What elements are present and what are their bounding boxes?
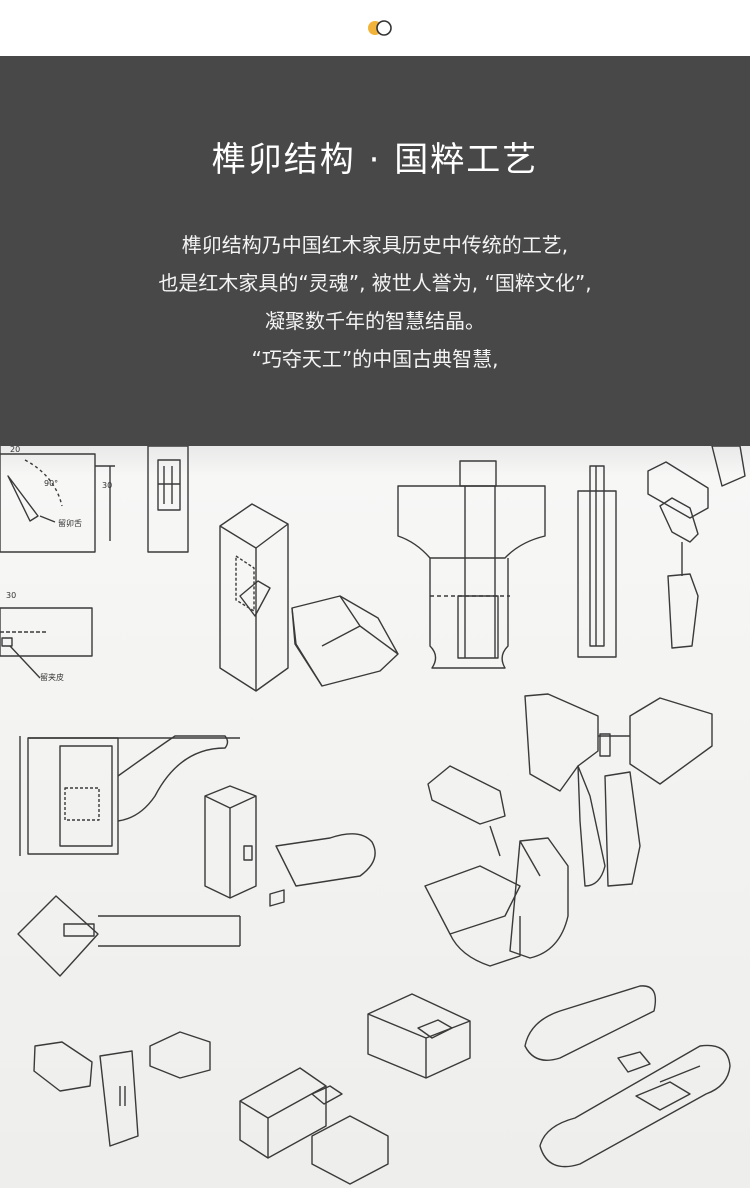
- label-clip: 留夹皮: [40, 672, 64, 682]
- bottom-blocks: [239, 993, 471, 1185]
- label-dim-30-a: 30: [102, 481, 112, 490]
- intro-line-3: 凝聚数千年的智慧结晶。: [265, 309, 485, 333]
- intro-line-1: 榫卯结构乃中国红木家具历史中传统的工艺,: [181, 233, 569, 257]
- side-elevation: 30 留夹皮: [0, 591, 93, 682]
- top-right-joint: [647, 446, 746, 649]
- joinery-drawing: 20 30 90° 留卯舌: [0, 446, 750, 1188]
- curved-arm-plan: [19, 735, 240, 856]
- intro-line-4: “巧夺天工”的中国古典智慧,: [251, 347, 499, 371]
- label-dim-20: 20: [10, 446, 20, 454]
- label-dim-30-b: 30: [6, 591, 16, 600]
- diamond-joint: [17, 895, 241, 977]
- label-tongue: 留卯舌: [58, 518, 82, 528]
- toggle-dots-icon[interactable]: [367, 19, 395, 37]
- label-dim-90: 90°: [44, 479, 58, 488]
- bottom-left-joint: [33, 1031, 211, 1147]
- intro-line-2: 也是红木家具的“灵魂”, 被世人誉为, “国粹文化”,: [158, 271, 592, 295]
- joinery-drawing-sketch: 20 30 90° 留卯舌: [0, 446, 746, 1185]
- leg-elevation: [397, 460, 617, 669]
- page-title: 榫卯结构 · 国粹工艺: [211, 140, 539, 180]
- intro-text: 榫卯结构乃中国红木家具历史中传统的工艺, 也是红木家具的“灵魂”, 被世人誉为,…: [0, 226, 750, 378]
- mortise-block: [219, 503, 399, 692]
- block-mortise: [204, 785, 376, 907]
- intro-panel: 榫卯结构 · 国粹工艺 榫卯结构乃中国红木家具历史中传统的工艺, 也是红木家具的…: [0, 56, 750, 446]
- chair-joint-right: [524, 693, 713, 887]
- chair-joint-exploded: [424, 765, 569, 967]
- tenon-elevation: [147, 446, 189, 553]
- top-strip: [0, 0, 750, 56]
- dovetail-detail: 20 30 90° 留卯舌: [0, 446, 115, 553]
- bottom-round-pieces: [524, 985, 731, 1168]
